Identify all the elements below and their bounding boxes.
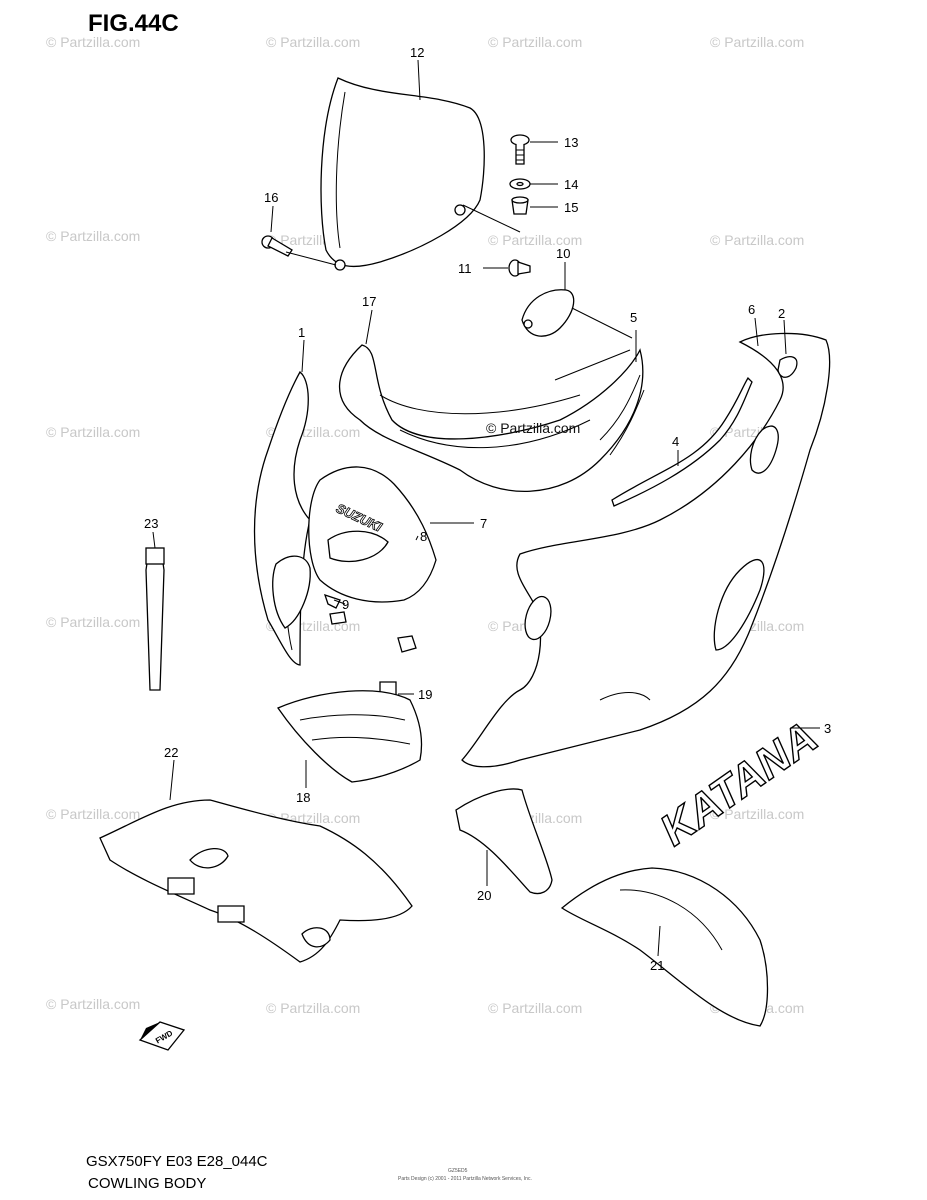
callout-8: 8	[420, 529, 427, 544]
windscreen-part	[320, 77, 485, 271]
callout-1: 1	[298, 325, 305, 340]
callout-22: 22	[164, 745, 178, 760]
callouts: 12 13 14 15 16 11 10 5 17 1 4 6 2 3 7 8 …	[144, 45, 831, 973]
inner-panel-17	[338, 344, 644, 493]
watermark: © Partzilla.com	[46, 424, 141, 440]
callout-6: 6	[748, 302, 755, 317]
footer-name: COWLING BODY	[88, 1175, 207, 1192]
watermark: © Partzilla.com	[710, 232, 805, 248]
callout-12: 12	[410, 45, 424, 60]
callout-9: 9	[342, 597, 349, 612]
callout-23: 23	[144, 516, 158, 531]
callout-2: 2	[778, 306, 785, 321]
callout-14: 14	[564, 177, 578, 192]
callout-4: 4	[672, 434, 679, 449]
watermark: © Partzilla.com	[488, 1000, 583, 1016]
watermark: © Partzilla.com	[46, 228, 141, 244]
watermark: © Partzilla.com	[46, 996, 141, 1012]
front-panel-7: SUZUKI	[272, 466, 437, 629]
footer-model: GSX750FY E03 E28_044C	[86, 1153, 268, 1170]
leader-lines	[152, 59, 820, 957]
katana-logo: KATANA	[651, 712, 826, 855]
callout-16: 16	[264, 190, 278, 205]
bracket-21	[560, 867, 769, 1027]
watermark: © Partzilla.com	[46, 614, 141, 630]
trim-4	[611, 376, 753, 507]
bolt-grommet	[508, 259, 575, 337]
fine-print-code: GZ5ED5	[448, 1168, 468, 1174]
callout-19: 19	[418, 687, 432, 702]
watermark: © Partzilla.com	[488, 34, 583, 50]
watermark: © Partzilla.com	[488, 232, 583, 248]
main-cowl-3	[461, 332, 831, 768]
watermark: © Partzilla.com	[710, 34, 805, 50]
figure-title: FIG.44C	[88, 10, 179, 37]
callout-20: 20	[477, 888, 491, 903]
callout-21: 21	[650, 958, 664, 973]
fwd-arrow-icon: FWD	[138, 1021, 186, 1051]
callout-10: 10	[556, 246, 570, 261]
screw-hardware	[509, 134, 531, 215]
watermark: © Partzilla.com	[710, 806, 805, 822]
bracket-20	[455, 788, 553, 895]
under-cover-18	[277, 690, 423, 783]
watermark: © Partzilla.com	[266, 34, 361, 50]
callout-5: 5	[630, 310, 637, 325]
callout-7: 7	[480, 516, 487, 531]
fine-print-copyright: Parts Design (c) 2001 - 2011 Partzilla N…	[398, 1176, 532, 1182]
brace-5	[599, 374, 645, 456]
strap-23	[145, 547, 165, 691]
callout-17: 17	[362, 294, 376, 309]
screw-16	[261, 235, 293, 257]
clips	[323, 593, 417, 697]
mat-22	[99, 799, 413, 963]
watermark: © Partzilla.com	[266, 1000, 361, 1016]
watermark-center: © Partzilla.com	[486, 420, 581, 436]
watermark: © Partzilla.com	[46, 34, 141, 50]
callout-11: 11	[458, 261, 472, 276]
callout-18: 18	[296, 790, 310, 805]
watermark: © Partzilla.com	[46, 806, 141, 822]
callout-15: 15	[564, 200, 578, 215]
callout-13: 13	[564, 135, 578, 150]
callout-3: 3	[824, 721, 831, 736]
